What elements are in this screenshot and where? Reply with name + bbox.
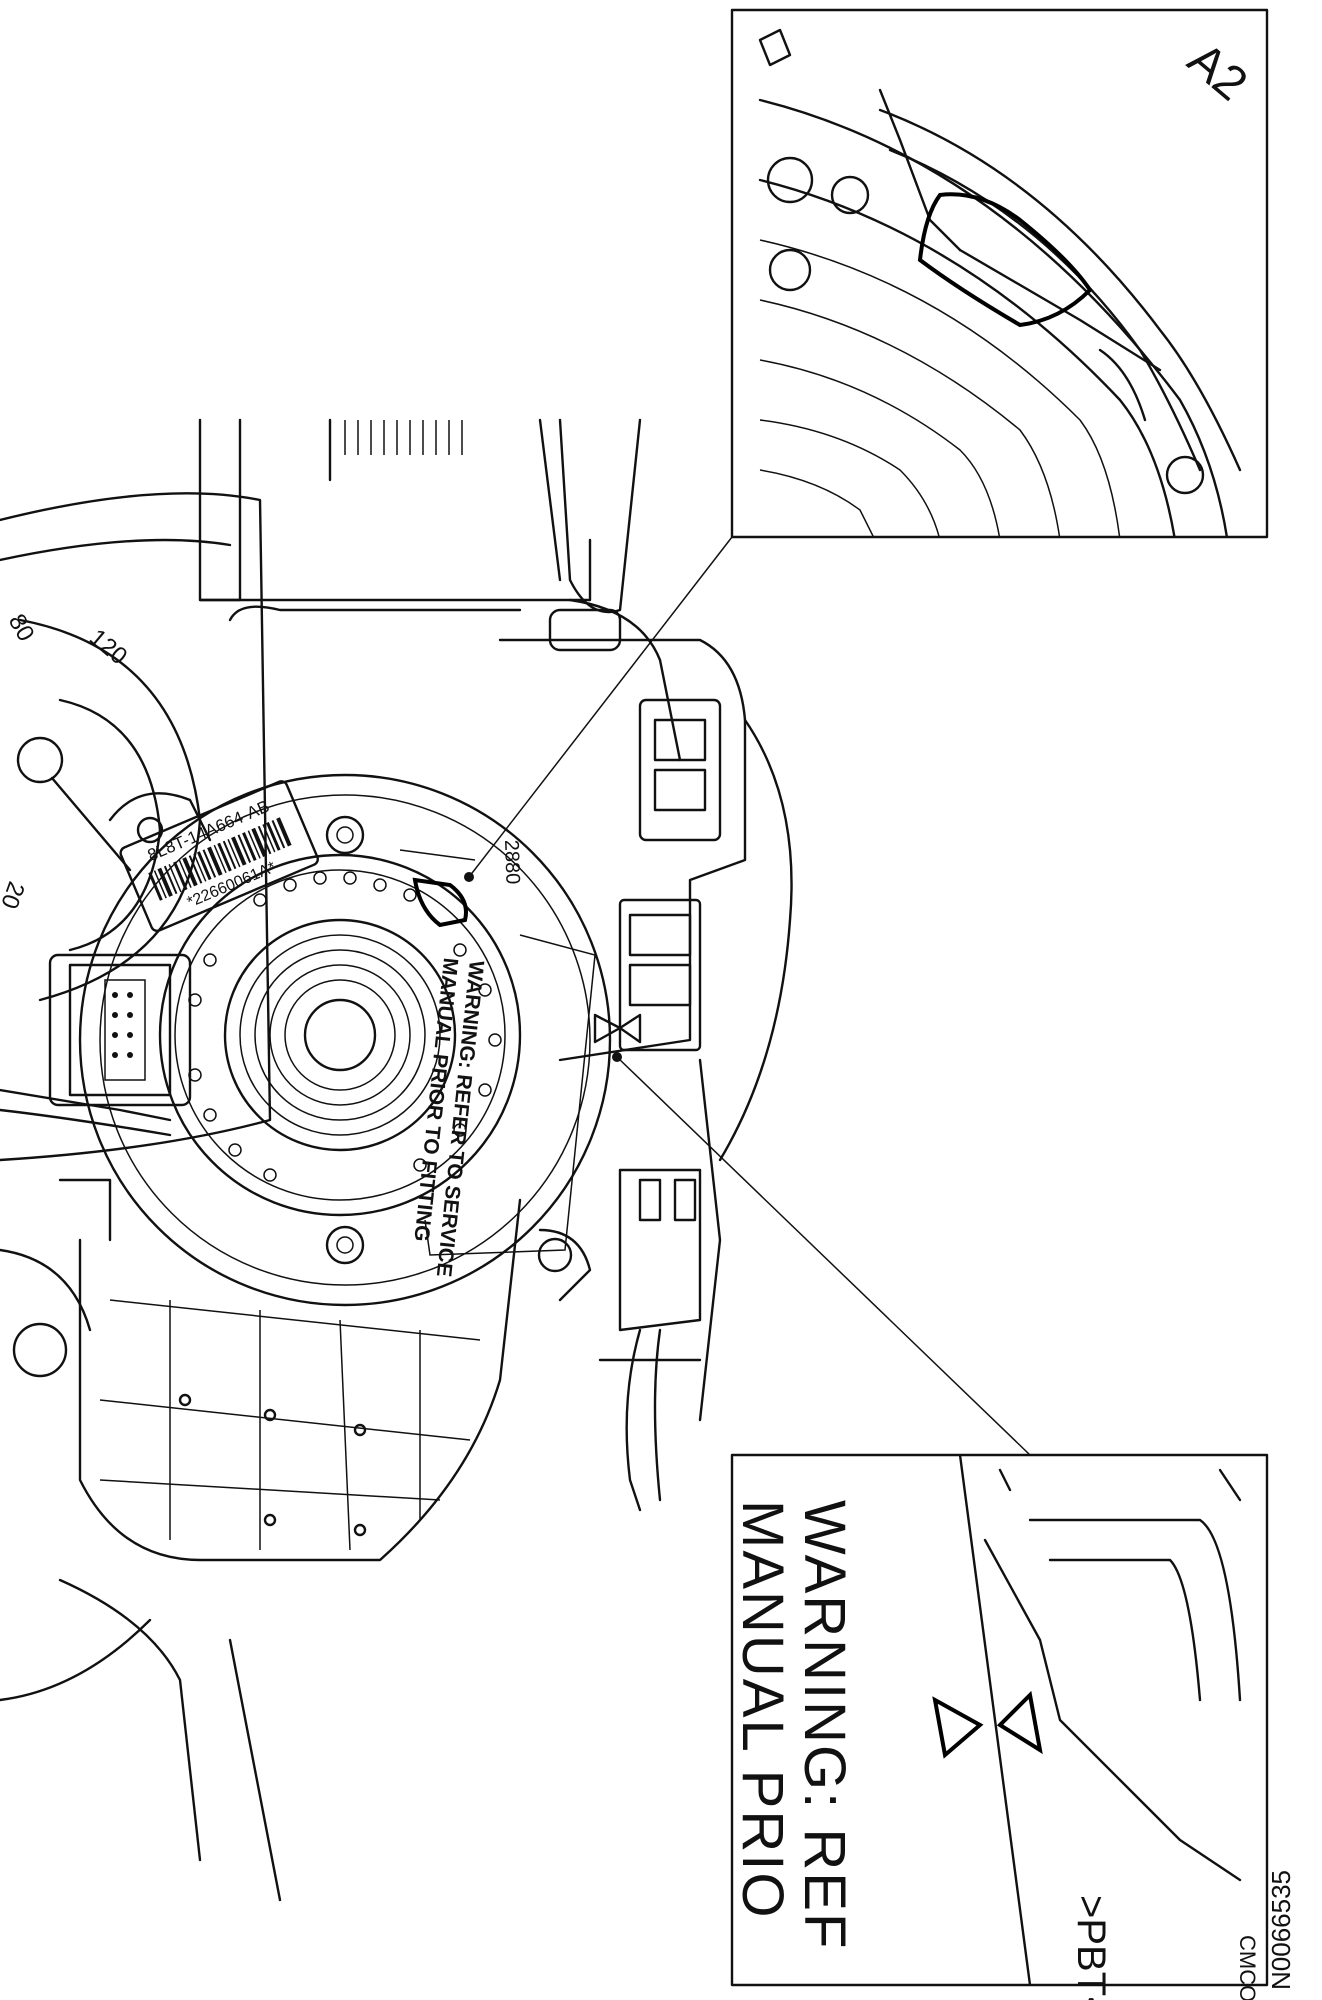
figure-code: N0066535	[1266, 1870, 1296, 1990]
inset-arrow-1	[932, 1696, 984, 1759]
warning-text: WARNING: REFER TO SERVICE MANUAL PRIOR T…	[409, 957, 488, 1278]
inset-alignment-window	[917, 192, 1093, 328]
callout-leaders	[468, 536, 1031, 1456]
inset-warning-line-1: WARNING: REF	[792, 1500, 857, 1950]
inset-code: A2	[1178, 33, 1257, 111]
instrument-cluster	[0, 492, 272, 1378]
gauge-mark-20: 20	[0, 878, 30, 912]
alignment-window	[412, 877, 468, 928]
clockspring-body	[78, 773, 612, 1307]
inset-bottom-mark: >PBT<	[1069, 1895, 1113, 2000]
detail-inset-top: A2	[730, 8, 1269, 539]
electrical-connector	[0, 953, 192, 1137]
gauge-mark-120: 120	[84, 624, 132, 670]
switch-housing	[498, 638, 793, 1512]
inset-frame-bottom	[730, 1453, 1269, 1987]
lower-housing	[0, 1178, 522, 1902]
inset-arrow-2	[996, 1690, 1043, 1755]
barcode-label: 8L8T-14A664-AB *22660061A*	[119, 780, 319, 933]
column-shroud	[198, 418, 682, 762]
inset-warning-line-2: MANUAL PRIO	[730, 1500, 795, 1919]
inset-bottom-fragment: CMCO	[1235, 1935, 1260, 2000]
detail-inset-bottom: WARNING: REF MANUAL PRIO >PBT< CMCO	[730, 1453, 1269, 2000]
rotation-mark: 2880	[500, 839, 524, 884]
barcode	[148, 817, 292, 901]
gauge-mark-80: 80	[3, 610, 40, 647]
